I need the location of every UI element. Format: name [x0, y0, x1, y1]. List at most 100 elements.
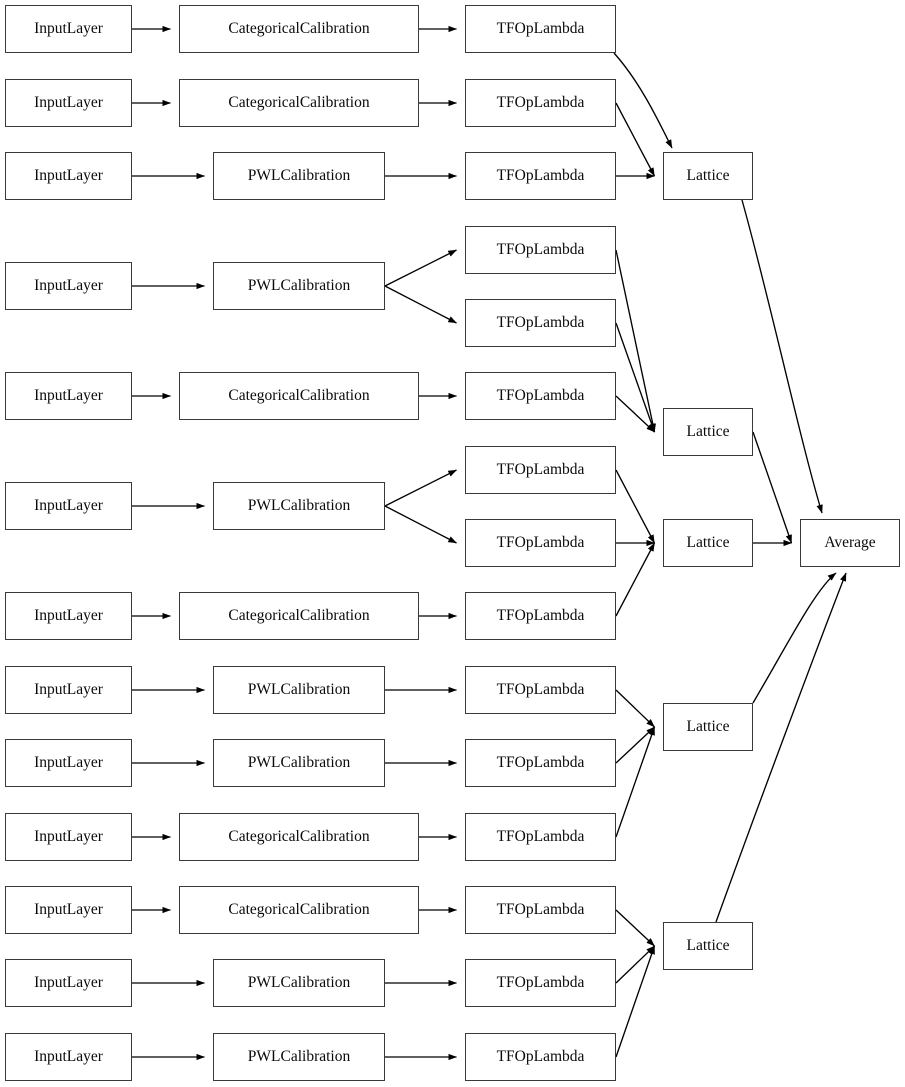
graph-node-cal10[interactable]: CategoricalCalibration	[179, 813, 419, 861]
graph-node-label: PWLCalibration	[247, 497, 351, 515]
graph-node-cal9[interactable]: PWLCalibration	[213, 739, 385, 787]
graph-node-cal13[interactable]: PWLCalibration	[213, 1033, 385, 1081]
graph-node-lat1[interactable]: Lattice	[663, 152, 753, 200]
graph-node-label: Lattice	[686, 718, 730, 736]
graph-node-cal6[interactable]: PWLCalibration	[213, 482, 385, 530]
graph-node-label: TFOpLambda	[496, 167, 585, 185]
graph-node-cal11[interactable]: CategoricalCalibration	[179, 886, 419, 934]
graph-node-cal4[interactable]: PWLCalibration	[213, 262, 385, 310]
graph-node-label: InputLayer	[34, 94, 103, 112]
graph-node-label: InputLayer	[34, 277, 103, 295]
graph-node-cal5[interactable]: CategoricalCalibration	[179, 372, 419, 420]
graph-node-label: TFOpLambda	[496, 607, 585, 625]
graph-node-in12[interactable]: InputLayer	[5, 959, 132, 1007]
edge-op9-to-lat3	[615, 542, 656, 617]
graph-node-label: PWLCalibration	[247, 974, 351, 992]
graph-node-label: TFOpLambda	[496, 754, 585, 772]
graph-node-op5[interactable]: TFOpLambda	[465, 299, 616, 347]
edge-op5-to-lat2	[615, 322, 656, 433]
graph-node-label: TFOpLambda	[496, 241, 585, 259]
graph-node-label: Lattice	[686, 423, 730, 441]
graph-node-label: CategoricalCalibration	[228, 20, 370, 38]
graph-node-label: PWLCalibration	[247, 754, 351, 772]
edge-op4-to-lat2	[615, 249, 656, 433]
graph-node-op6[interactable]: TFOpLambda	[465, 372, 616, 420]
graph-node-in9[interactable]: InputLayer	[5, 739, 132, 787]
graph-node-label: InputLayer	[34, 681, 103, 699]
graph-node-cal3[interactable]: PWLCalibration	[213, 152, 385, 200]
graph-node-in6[interactable]: InputLayer	[5, 482, 132, 530]
graph-node-cal2[interactable]: CategoricalCalibration	[179, 79, 419, 127]
graph-node-label: InputLayer	[34, 974, 103, 992]
graph-node-label: Lattice	[686, 534, 730, 552]
graph-node-label: PWLCalibration	[247, 681, 351, 699]
graph-node-cal1[interactable]: CategoricalCalibration	[179, 5, 419, 53]
graph-node-lat3[interactable]: Lattice	[663, 519, 753, 567]
graph-node-op13[interactable]: TFOpLambda	[465, 886, 616, 934]
graph-node-in5[interactable]: InputLayer	[5, 372, 132, 420]
graph-node-in2[interactable]: InputLayer	[5, 79, 132, 127]
edge-cal4-to-op4	[384, 249, 457, 287]
graph-node-op14[interactable]: TFOpLambda	[465, 959, 616, 1007]
edge-op13-to-lat5	[615, 909, 655, 947]
graph-node-label: InputLayer	[34, 1048, 103, 1066]
graph-node-label: TFOpLambda	[496, 461, 585, 479]
graph-node-label: InputLayer	[34, 901, 103, 919]
graph-node-op8[interactable]: TFOpLambda	[465, 519, 616, 567]
graph-node-label: PWLCalibration	[247, 167, 351, 185]
graph-node-label: Lattice	[686, 937, 730, 955]
graph-node-label: CategoricalCalibration	[228, 387, 370, 405]
graph-node-op15[interactable]: TFOpLambda	[465, 1033, 616, 1081]
graph-node-op3[interactable]: TFOpLambda	[465, 152, 616, 200]
graph-node-label: TFOpLambda	[496, 1048, 585, 1066]
edge-op15-to-lat5	[615, 945, 656, 1058]
graph-node-label: TFOpLambda	[496, 94, 585, 112]
graph-node-label: CategoricalCalibration	[228, 901, 370, 919]
graph-node-label: TFOpLambda	[496, 20, 585, 38]
graph-node-op12[interactable]: TFOpLambda	[465, 813, 616, 861]
edge-lat1-to-avg	[741, 199, 823, 514]
graph-node-cal12[interactable]: PWLCalibration	[213, 959, 385, 1007]
graph-node-label: TFOpLambda	[496, 974, 585, 992]
edge-lat4-to-avg	[752, 572, 837, 704]
edge-op10-to-lat4	[615, 689, 655, 728]
graph-node-label: TFOpLambda	[496, 314, 585, 332]
graph-node-op4[interactable]: TFOpLambda	[465, 226, 616, 274]
graph-node-label: TFOpLambda	[496, 681, 585, 699]
graph-node-label: CategoricalCalibration	[228, 94, 370, 112]
graph-node-in10[interactable]: InputLayer	[5, 813, 132, 861]
graph-node-lat2[interactable]: Lattice	[663, 408, 753, 456]
graph-node-op1[interactable]: TFOpLambda	[465, 5, 616, 53]
graph-node-label: InputLayer	[34, 607, 103, 625]
graph-node-in13[interactable]: InputLayer	[5, 1033, 132, 1081]
graph-node-in7[interactable]: InputLayer	[5, 592, 132, 640]
graph-node-in11[interactable]: InputLayer	[5, 886, 132, 934]
graph-node-op9[interactable]: TFOpLambda	[465, 592, 616, 640]
graph-node-in1[interactable]: InputLayer	[5, 5, 132, 53]
graph-node-cal7[interactable]: CategoricalCalibration	[179, 592, 419, 640]
edge-cal4-to-op5	[384, 285, 457, 324]
graph-node-lat5[interactable]: Lattice	[663, 922, 753, 970]
graph-node-label: CategoricalCalibration	[228, 828, 370, 846]
graph-node-in3[interactable]: InputLayer	[5, 152, 132, 200]
graph-node-op10[interactable]: TFOpLambda	[465, 666, 616, 714]
graph-node-op2[interactable]: TFOpLambda	[465, 79, 616, 127]
edge-lat2-to-avg	[752, 431, 793, 544]
graph-node-in4[interactable]: InputLayer	[5, 262, 132, 310]
graph-node-label: InputLayer	[34, 387, 103, 405]
edge-op7-to-lat3	[615, 469, 656, 544]
graph-node-in8[interactable]: InputLayer	[5, 666, 132, 714]
graph-node-cal8[interactable]: PWLCalibration	[213, 666, 385, 714]
graph-node-op7[interactable]: TFOpLambda	[465, 446, 616, 494]
graph-node-op11[interactable]: TFOpLambda	[465, 739, 616, 787]
graph-node-avg[interactable]: Average	[800, 519, 900, 567]
edge-cal6-to-op8	[384, 505, 457, 544]
edge-op1-to-lat1	[613, 52, 673, 149]
graph-node-label: TFOpLambda	[496, 901, 585, 919]
graph-node-lat4[interactable]: Lattice	[663, 703, 753, 751]
edge-op6-to-lat2	[615, 395, 655, 433]
graph-node-label: InputLayer	[34, 754, 103, 772]
edge-lat5-to-avg	[715, 572, 847, 923]
